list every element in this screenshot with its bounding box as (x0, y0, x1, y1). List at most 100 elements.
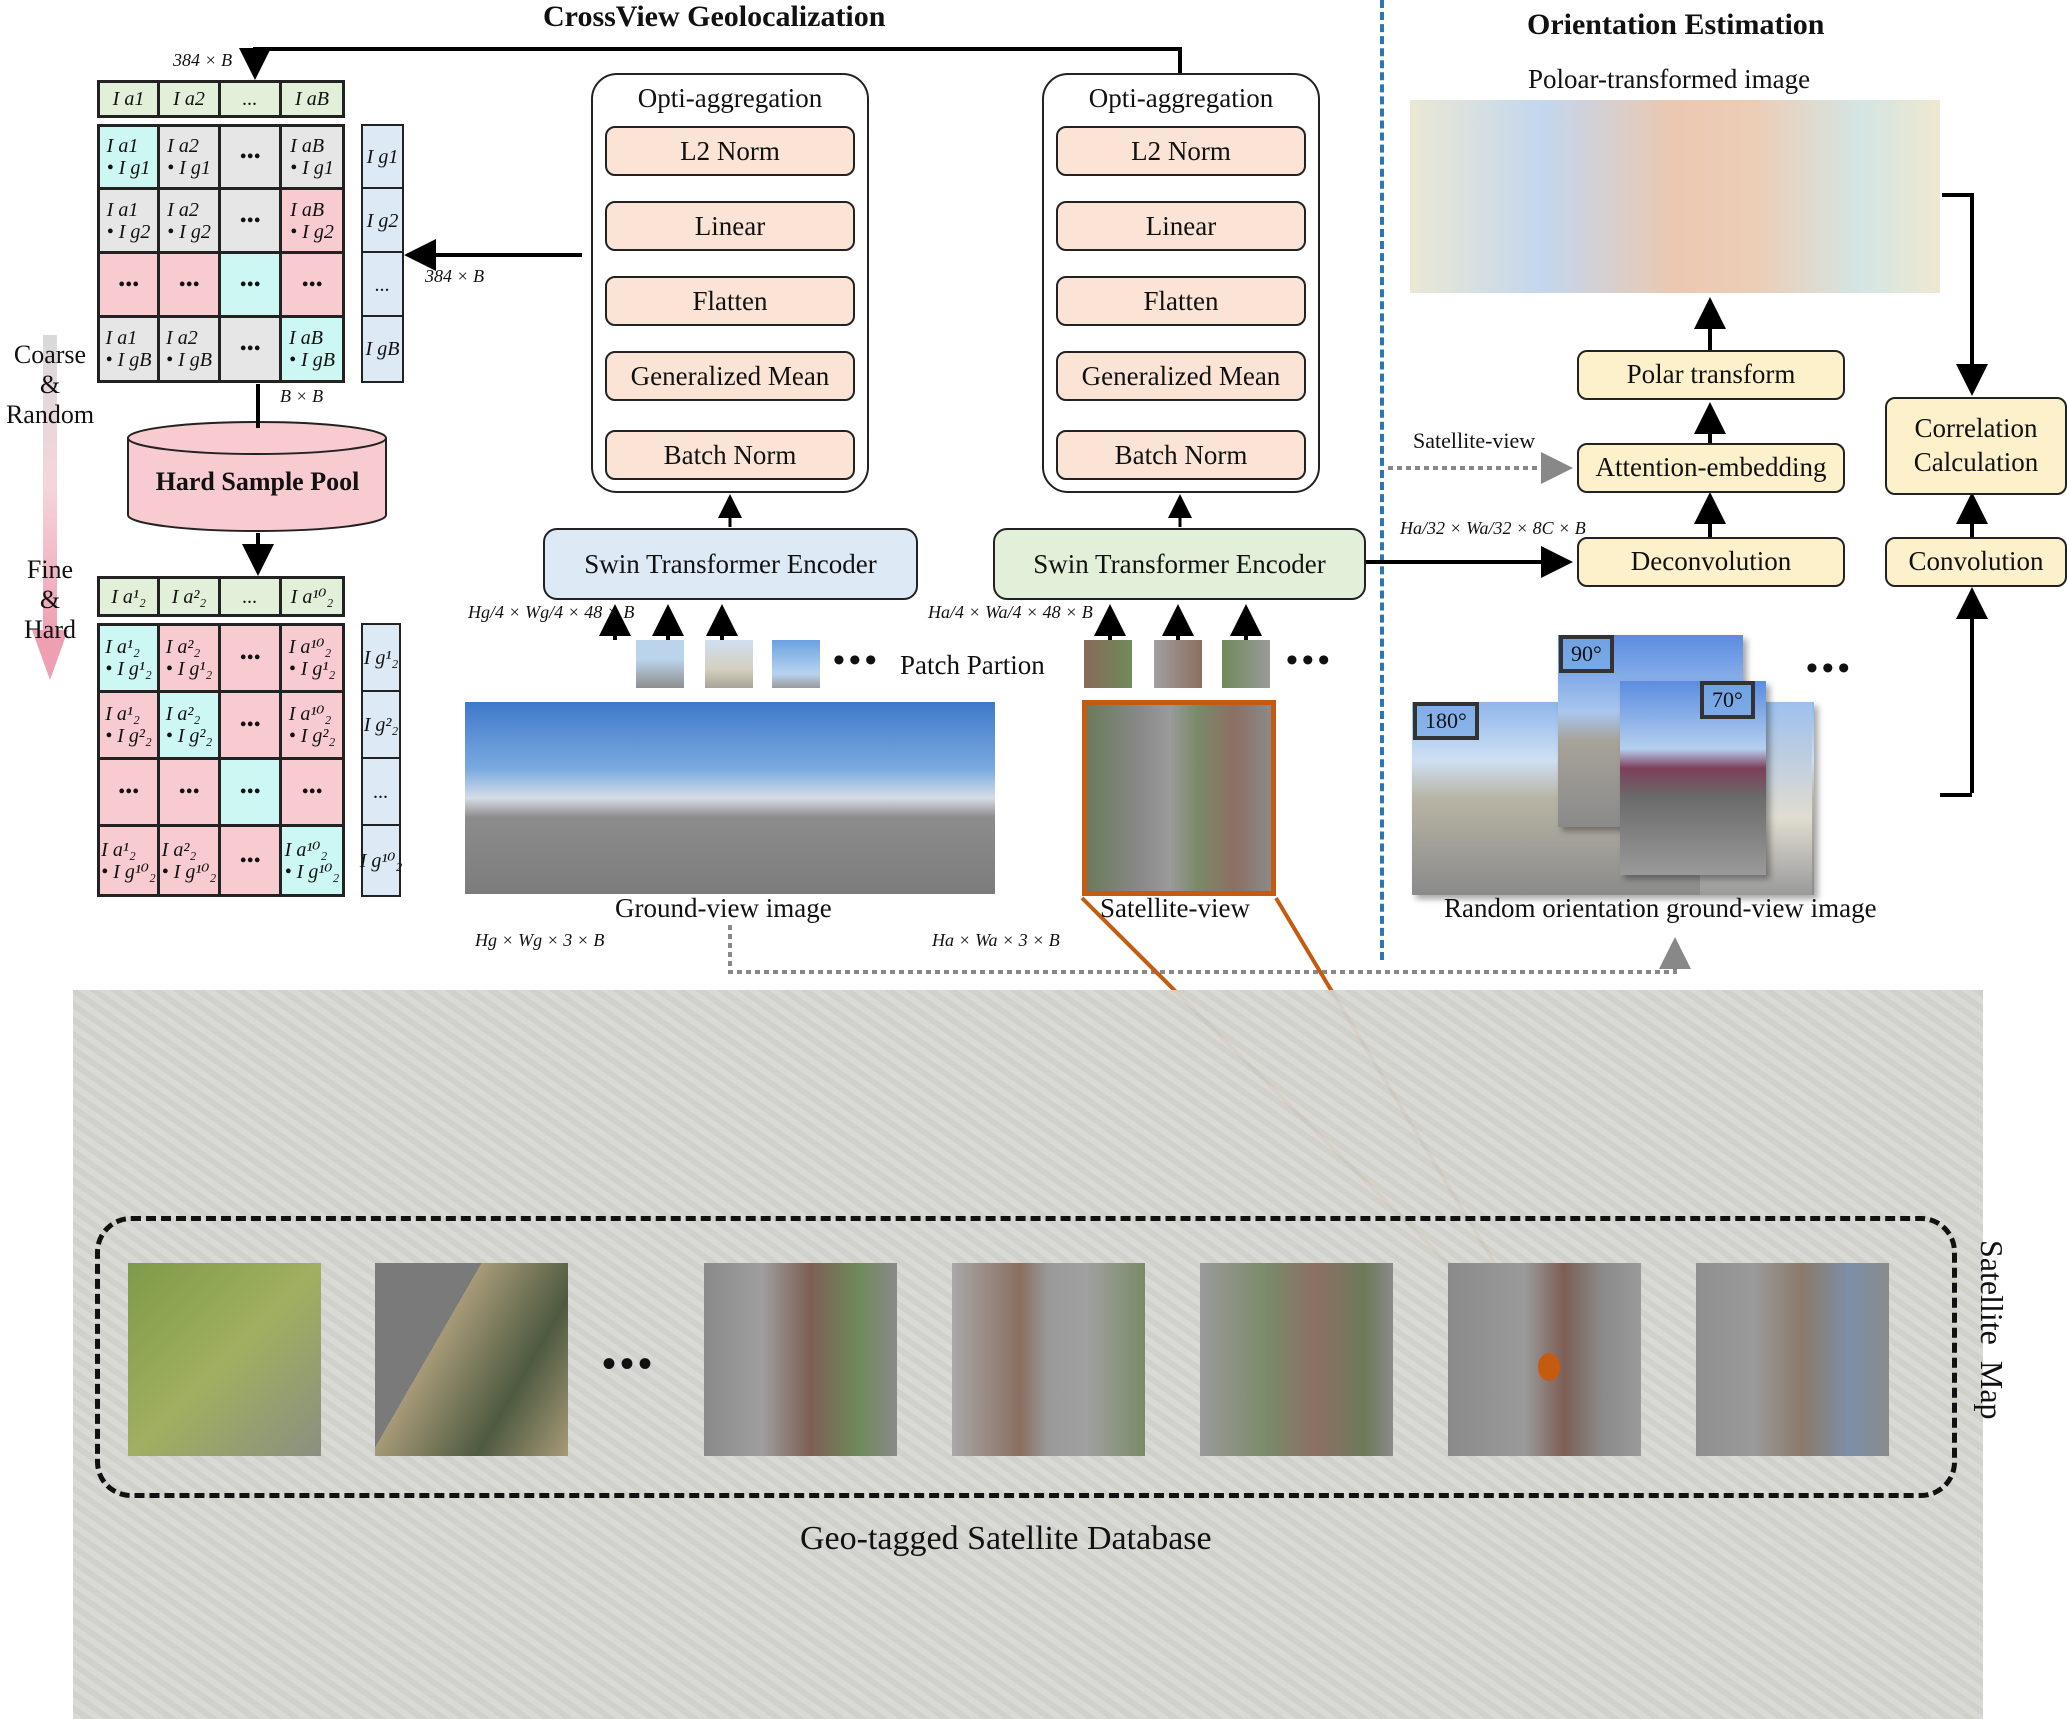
swin-encoder-ground: Swin Transformer Encoder (543, 528, 918, 600)
section-divider (1380, 0, 1384, 960)
layer-batch-norm: Batch Norm (1056, 430, 1306, 480)
attention-embedding-block: Attention-embedding (1577, 443, 1845, 493)
convolution-block: Convolution (1885, 537, 2067, 587)
matrix-cell: I a¹₂ • I g²₂ (97, 690, 160, 760)
database-satellite-tile (375, 1263, 568, 1456)
layer-batch-norm: Batch Norm (605, 430, 855, 480)
matrix-cell: ••• (279, 757, 345, 827)
matrix-cell: I aB • I gB (279, 315, 345, 383)
matrix-cell: ••• (218, 824, 282, 897)
polar-transformed-image (1410, 100, 1940, 293)
matrix-cell: I a2 • I gB (157, 315, 221, 383)
database-satellite-tile (1696, 1263, 1889, 1456)
matrix-cell: ••• (218, 757, 282, 827)
ground-patch (636, 640, 684, 688)
matrix-cell: I a²₂ • I g¹₂ (157, 623, 221, 693)
satellite-input-dim: Ha × Wa × 3 × B (932, 930, 1060, 950)
matrix-cell: I a¹⁰₂ • I g¹⁰₂ (279, 824, 345, 897)
database-satellite-tile (128, 1263, 321, 1456)
matrix-cell: I a¹⁰₂ • I g¹₂ (279, 623, 345, 693)
patch-partition-label: Patch Partion (900, 650, 1045, 680)
side-cell: ... (361, 757, 401, 827)
side-cell: I g1 (361, 124, 404, 190)
header-cell: ... (218, 80, 282, 118)
satellite-patch-dim: Ha/4 × Wa/4 × 48 × B (928, 602, 1093, 622)
ground-patch (705, 640, 753, 688)
ellipsis: ••• (833, 642, 881, 679)
side-cell: I gB (361, 315, 404, 383)
opti-aggregation-satellite: Opti-aggregation L2 Norm Linear Flatten … (1042, 73, 1320, 493)
matrix-cell: ••• (279, 251, 345, 318)
matrix-cell: I a²₂ • I g²₂ (157, 690, 221, 760)
feature-dim-label: Ha/32 × Wa/32 × 8C × B (1400, 518, 1586, 538)
polar-transform-block: Polar transform (1577, 350, 1845, 400)
layer-l2-norm: L2 Norm (1056, 126, 1306, 176)
deconvolution-block: Deconvolution (1577, 537, 1845, 587)
side-cell: I g¹⁰₂ (360, 824, 402, 897)
layer-generalized-mean: Generalized Mean (605, 351, 855, 401)
opti-aggregation-ground: Opti-aggregation L2 Norm Linear Flatten … (591, 73, 869, 493)
layer-linear: Linear (1056, 201, 1306, 251)
layer-generalized-mean: Generalized Mean (1056, 351, 1306, 401)
random-orientation-label: Random orientation ground-view image (1444, 893, 1877, 923)
matrix-cell: ••• (97, 757, 160, 827)
dim-bxb-label: B × B (280, 386, 324, 406)
polar-image-label: Poloar-transformed image (1528, 64, 1811, 94)
satellite-view-image (1082, 700, 1276, 896)
header-cell: I a1 (97, 80, 160, 118)
satellite-view-label: Satellite-view (1100, 893, 1250, 923)
curriculum-end-label: Fine & Hard (24, 555, 76, 644)
ground-view-label: Ground-view image (615, 893, 832, 923)
curriculum-arrow-shaft (43, 335, 57, 635)
side-cell: I g¹₂ (361, 623, 401, 693)
database-satellite-tile (1200, 1263, 1393, 1456)
hard-sample-pool-label: Hard Sample Pool (155, 467, 360, 496)
database-satellite-tile (952, 1263, 1145, 1456)
layer-l2-norm: L2 Norm (605, 126, 855, 176)
ground-patch-dim: Hg/4 × Wg/4 × 48 × B (468, 602, 635, 622)
dim-top-label: 384 × B (173, 50, 233, 70)
database-dashed-border (95, 1216, 1957, 1498)
crossview-title: CrossView Geolocalization (543, 0, 886, 33)
side-cell: ... (361, 251, 404, 318)
header-cell: I a¹⁰₂ (279, 576, 345, 617)
angle-badge: 70° (1700, 681, 1755, 719)
swin-encoder-satellite: Swin Transformer Encoder (993, 528, 1366, 600)
matrix-cell: I a¹₂ • I g¹₂ (97, 623, 160, 693)
angle-badge: 180° (1413, 702, 1479, 740)
curriculum-arrow-head-icon (32, 630, 68, 680)
header-cell: ... (218, 576, 282, 617)
orientation-title: Orientation Estimation (1527, 8, 1825, 41)
ground-input-dim: Hg × Wg × 3 × B (475, 930, 605, 950)
satellite-patch (1222, 640, 1270, 688)
matrix-cell: ••• (218, 187, 282, 254)
layer-flatten: Flatten (1056, 276, 1306, 326)
matrix-cell: I a¹⁰₂ • I g²₂ (279, 690, 345, 760)
ellipsis: ••• (602, 1341, 657, 1386)
ellipsis: ••• (1806, 650, 1854, 687)
location-pin-icon (1538, 1353, 1560, 1381)
matrix-cell: I a1 • I gB (97, 315, 160, 383)
satellite-view-hint-label: Satellite-view (1413, 428, 1536, 453)
header-cell: I aB (279, 80, 345, 118)
layer-flatten: Flatten (605, 276, 855, 326)
satellite-patch (1084, 640, 1132, 688)
header-cell: I a2 (157, 80, 221, 118)
correlation-calculation-block: Correlation Calculation (1885, 397, 2067, 495)
opti-aggregation-title: Opti-aggregation (1088, 83, 1274, 113)
matrix-cell: ••• (157, 757, 221, 827)
hard-sample-pool-cylinder (127, 421, 387, 532)
ellipsis: ••• (1286, 642, 1334, 679)
ground-view-image (465, 702, 995, 894)
layer-linear: Linear (605, 201, 855, 251)
angle-badge: 90° (1559, 635, 1614, 673)
database-satellite-tile (704, 1263, 897, 1456)
ground-patch (772, 640, 820, 688)
satellite-map-label: Satellite Map (1974, 1240, 2010, 1420)
dim-side-label: 384 × B (425, 266, 485, 286)
curriculum-start-label: Coarse & Random (5, 340, 95, 429)
satellite-patch (1154, 640, 1202, 688)
matrix-cell: I a²₂ • I g¹⁰₂ (157, 824, 221, 897)
database-label: Geo-tagged Satellite Database (800, 1520, 1212, 1557)
opti-aggregation-title: Opti-aggregation (637, 83, 823, 113)
